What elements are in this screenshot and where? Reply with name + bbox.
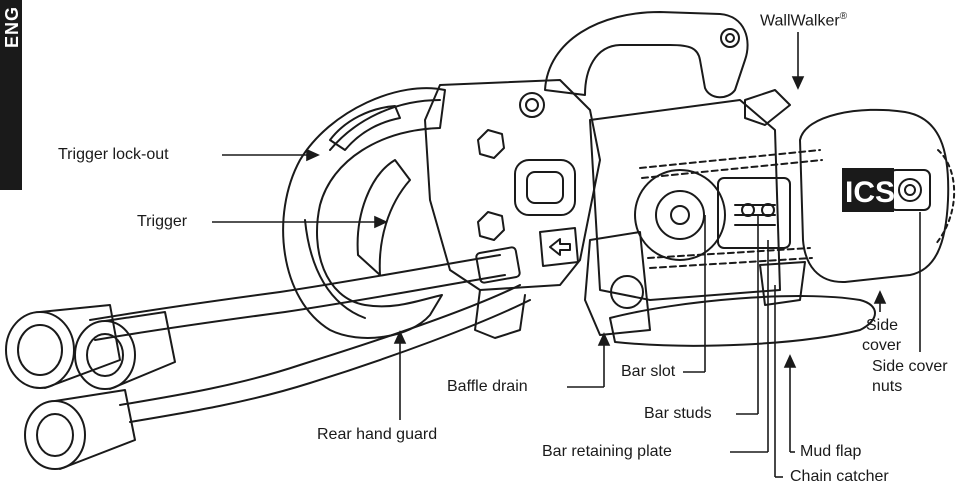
label-side-cover-line1: Side [866,317,899,334]
hydraulic-hose-lower [119,284,521,406]
label-side-cover-nuts-line2: nuts [872,378,903,395]
handle-bolt [720,28,740,48]
label-wallwalker: WallWalker® [760,11,848,30]
label-trigger-lockout: Trigger lock-out [58,146,169,163]
hose-coupler-3 [24,389,136,470]
label-bar-slot: Bar slot [621,363,676,380]
drive-sprocket [634,169,726,261]
label-baffle-drain: Baffle drain [447,378,528,395]
baffle [584,231,651,336]
label-mud-flap: Mud flap [800,443,862,460]
label-side-cover-nuts-line1: Side cover [872,358,948,375]
label-chain-catcher: Chain catcher [790,468,889,485]
side-cover-nut [889,169,931,211]
mud-flap [609,295,876,347]
chain-catcher [759,261,806,306]
label-side-cover-line2: cover [862,337,902,354]
valve-block [474,289,526,339]
motor-housing [424,79,601,291]
trigger [356,159,411,276]
hydraulic-hose-upper [89,254,501,321]
hose-coupler-1 [5,304,121,389]
side-cover [799,108,950,284]
ics-logo-text: ICS [845,176,895,209]
wallwalker [744,89,791,126]
chain-bottom [647,247,811,259]
registered-mark: ® [839,11,848,22]
chain-top [639,149,821,169]
bar-retaining-plate [717,177,791,249]
label-bar-retaining-plate: Bar retaining plate [542,443,672,460]
hose-coupler-2 [74,311,176,390]
ics-logo-box [842,168,894,212]
top-handle [544,11,749,99]
rear-handle-guard [282,87,446,339]
language-tab: ENG [0,0,22,190]
label-rear-hand-guard: Rear hand guard [317,426,438,443]
label-trigger: Trigger [137,213,188,230]
label-bar-studs: Bar studs [644,405,712,422]
motor-port [514,159,576,216]
trigger-lockout [329,105,401,151]
gear-housing [589,99,781,301]
